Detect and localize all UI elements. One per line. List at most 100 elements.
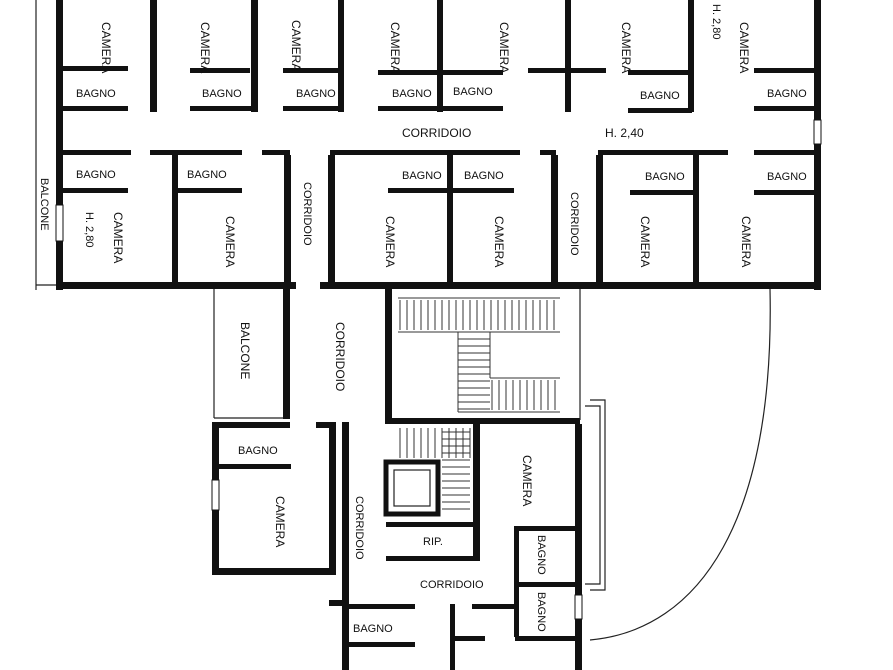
label-camera-row2-4: CAMERA (492, 216, 506, 267)
lower-left-bath-wall (219, 464, 291, 469)
label-bagno-row2-4: BAGNO (464, 170, 504, 182)
label-corridoio-lower: CORRIDOIO (420, 579, 484, 591)
wall-top-6 (688, 0, 694, 112)
stair-wall-south (385, 418, 580, 424)
bath-row2-5 (754, 190, 814, 195)
label-bagno-row2-3: BAGNO (402, 170, 442, 182)
label-bagno-lower-3: BAGNO (535, 592, 547, 632)
label-camera-row2-6: CAMERA (739, 216, 753, 267)
label-bagno-top-5: BAGNO (453, 86, 493, 98)
corr-south-4 (330, 150, 520, 155)
rip-wall-south (386, 556, 478, 561)
wall-top-2 (251, 0, 258, 112)
window-east (813, 119, 822, 145)
label-camera-top-2: CAMERA (198, 22, 212, 73)
lower-left-wall-ne (316, 422, 336, 428)
label-bagno-top-1: BAGNO (76, 88, 116, 100)
wall-row2-5 (551, 155, 558, 289)
label-camera-row2-5: CAMERA (638, 216, 652, 267)
label-bagno-row2-2: BAGNO (187, 169, 227, 181)
bath-top-7-wall (754, 68, 814, 73)
bath-top-3-wall (283, 68, 339, 73)
wall-top-1 (150, 0, 157, 112)
lower-left-wall-south (212, 568, 336, 575)
wall-row2-1 (172, 155, 178, 285)
lower-right-wall-east (575, 424, 582, 670)
wall-row2-4 (447, 155, 453, 285)
label-camera-lower-2: CAMERA (520, 455, 534, 506)
lower-corr-wall-west (342, 422, 349, 670)
wall-row2-2 (284, 155, 291, 289)
corr-south-6 (598, 150, 728, 155)
bath-top-2-wall (190, 68, 250, 73)
label-camera-row2-2: CAMERA (223, 216, 237, 267)
bath-top-7-wall-b (754, 106, 814, 111)
corr-south-2 (150, 150, 242, 155)
label-corridoio-v1: CORRIDOIO (301, 182, 313, 246)
label-camera-top-4: CAMERA (388, 22, 402, 73)
wall-top-5 (565, 0, 571, 112)
label-balcone-center: BALCONE (238, 322, 252, 379)
bath-top-4-wall-b (378, 106, 503, 111)
bath-row2-2 (178, 188, 242, 193)
label-corridoio-v3: CORRIDOIO (333, 322, 347, 391)
label-bagno-lower-2: BAGNO (535, 535, 547, 575)
wall-row2-6 (596, 155, 603, 289)
bath-row2-1 (63, 188, 128, 193)
lower-right-bath2-wall-w (514, 587, 519, 637)
bath-top-1-wall (63, 66, 128, 71)
label-bagno-top-6: BAGNO (640, 90, 680, 102)
window-west (55, 204, 64, 242)
window-lower-right (574, 594, 583, 620)
lower-left-wall-east (329, 422, 336, 575)
wall-row2-3 (328, 155, 335, 289)
label-corridoio-main: CORRIDOIO (402, 126, 471, 140)
window-lower-left (211, 479, 220, 511)
label-bagno-top-3: BAGNO (296, 88, 336, 100)
label-bagno-row2-6: BAGNO (767, 171, 807, 183)
lower-bath-north (349, 604, 415, 609)
corr-south-1 (63, 150, 131, 155)
outer-wall-east (814, 0, 821, 290)
elevator-shaft (383, 459, 441, 517)
label-bagno-top-7: BAGNO (767, 88, 807, 100)
label-bagno-lower-4: BAGNO (353, 623, 393, 635)
lower-corr-east-stub (472, 604, 514, 609)
label-height-280-top: H. 2,80 (710, 4, 722, 39)
label-camera-row2-3: CAMERA (383, 216, 397, 267)
label-bagno-row2-1: BAGNO (76, 169, 116, 181)
wall-top-3 (338, 0, 344, 112)
lower-right-camera-south (514, 526, 580, 531)
label-camera-top-5: CAMERA (497, 22, 511, 73)
bath-top-6-wall (628, 70, 688, 75)
wall-row2-7 (693, 155, 699, 285)
bath-top-2-wall-b (190, 106, 252, 111)
elevator-car (393, 469, 431, 507)
label-camera-top-1: CAMERA (99, 22, 113, 73)
label-corridoio-v2: CORRIDOIO (568, 192, 580, 256)
label-height-280-row2: H. 2,80 (83, 212, 95, 247)
lower-room-north-2 (515, 636, 575, 641)
bath-row2-4 (630, 190, 694, 195)
exterior-stair-rail-inner (585, 405, 601, 585)
label-bagno-lower-1: BAGNO (238, 445, 278, 457)
label-camera-row2-1: CAMERA (111, 212, 125, 263)
outer-wall-south-right (590, 282, 821, 289)
corr-south-5 (540, 150, 556, 155)
corr-south-3 (262, 150, 290, 155)
outer-wall-west (56, 0, 63, 290)
outer-wall-south-left (56, 282, 296, 289)
rip-wall-east (473, 424, 480, 561)
label-balcone-west: BALCONE (38, 178, 50, 231)
label-bagno-top-2: BAGNO (202, 88, 242, 100)
stair-wall-west (385, 289, 392, 424)
lower-right-bath-wall-w (514, 526, 519, 586)
lower-bath-east (450, 604, 455, 670)
label-camera-top-7: CAMERA (737, 22, 751, 73)
bath-top-3-wall-b (283, 106, 339, 111)
corr-south-7 (754, 150, 814, 155)
lower-left-wall-north (212, 422, 290, 428)
label-height-240: H. 2,40 (605, 126, 644, 140)
